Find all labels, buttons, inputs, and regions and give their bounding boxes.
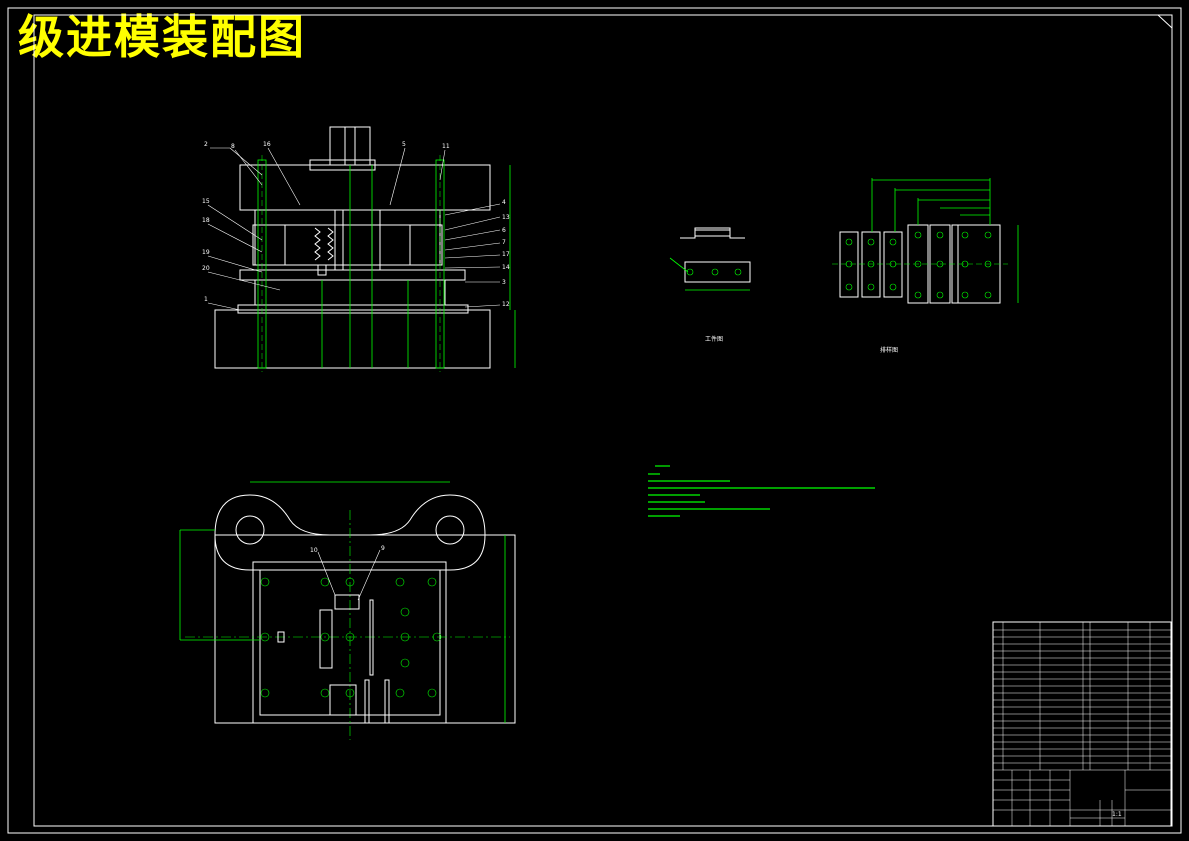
outer-frame [7,7,1182,834]
scale-value: 1:1 [1112,811,1122,818]
part-label: 14 [502,264,510,271]
part-label: 11 [442,143,450,150]
workpiece-caption: 工件图 [705,335,723,343]
part-label: 17 [502,251,510,258]
part-label: 12 [502,301,510,308]
part-label: 7 [502,239,506,246]
parts-list-and-title-block: 1:1 [992,621,1172,827]
part-label: 19 [202,249,210,256]
part-label: 4 [502,199,506,206]
part-label: 3 [502,279,506,286]
inner-frame [33,14,1173,827]
technical-notes [648,465,875,517]
part-label: 1 [204,296,208,303]
part-label: 20 [202,265,210,272]
strip-layout: 排样图 [832,178,1019,354]
top-view: 10 9 [179,481,516,740]
part-label: 18 [202,217,210,224]
part-label: 5 [402,141,406,148]
part-label: 16 [263,141,271,148]
workpiece-view: 工件图 [669,227,751,343]
part-label: 2 [204,141,208,148]
part-label: 10 [310,547,318,554]
part-label: 9 [381,545,385,552]
section-view: 2 8 16 5 11 15 18 19 20 1 4 13 6 7 17 14… [202,126,516,372]
part-label: 6 [502,227,506,234]
strip-caption: 排样图 [880,346,898,354]
part-label: 15 [202,198,210,205]
part-label: 8 [231,143,235,150]
part-label: 13 [502,214,510,221]
drawing-title: 级进模装配图 [18,10,306,64]
